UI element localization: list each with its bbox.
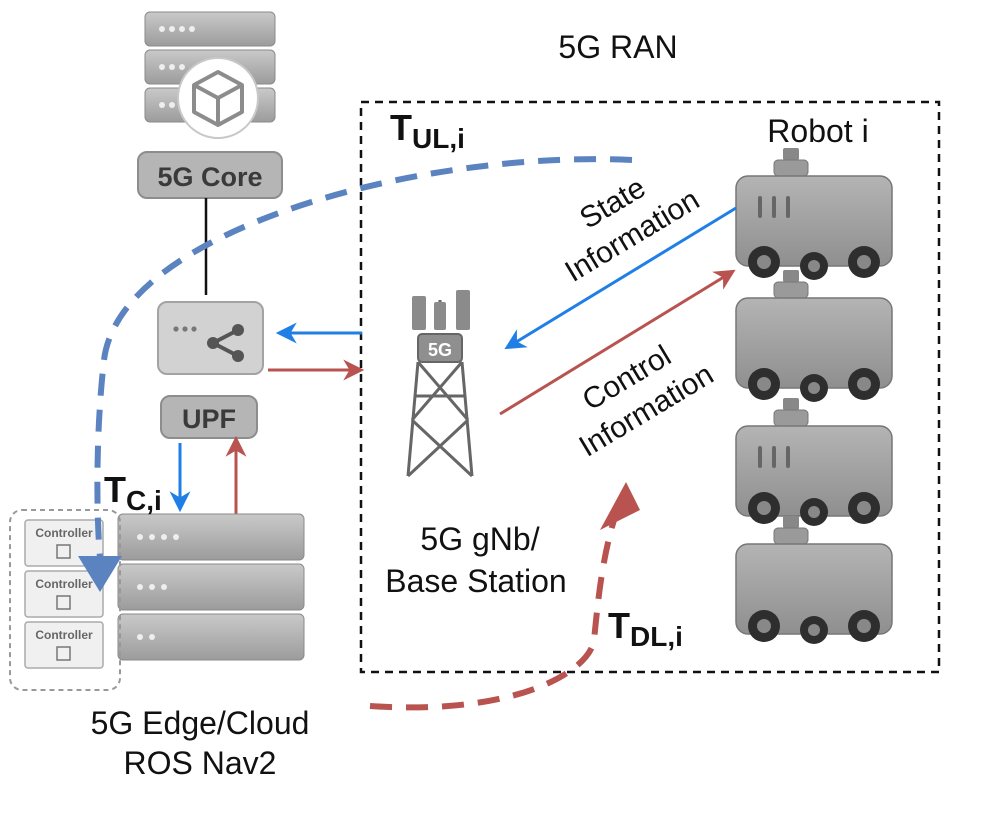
core-label-box — [137, 151, 283, 199]
uplink-latency-label: TUL,i — [390, 107, 465, 154]
robot-icon — [735, 270, 893, 402]
svg-text:Controller: Controller — [35, 628, 93, 642]
gnb-antenna-mid — [434, 302, 446, 330]
uplink-arrowhead — [78, 556, 122, 592]
robot-icon — [735, 148, 893, 280]
controller-slot: Controller — [24, 621, 104, 669]
ran-title: 5G RAN — [558, 29, 677, 65]
arrow-state-info — [504, 206, 737, 350]
edge-label-line1: 5G Edge/Cloud — [91, 705, 310, 741]
edge-label-line2: ROS Nav2 — [124, 745, 277, 781]
robot-label: Robot i — [767, 113, 868, 149]
gnb-badge-box — [417, 333, 463, 363]
downlink-arrowhead — [600, 482, 640, 530]
gnb-label-line1: 5G gNb/ — [420, 521, 539, 557]
chip-icon — [56, 595, 71, 610]
edge-server-icon — [117, 513, 305, 661]
gnb-antenna-right — [456, 290, 470, 330]
controller-slot: Controller — [24, 570, 104, 618]
core-label: 5G Core — [157, 162, 262, 192]
upf-label-box — [160, 395, 258, 439]
core-cube-icon — [177, 57, 259, 139]
compute-latency-label: TC,i — [104, 469, 162, 516]
chip-icon — [56, 646, 71, 661]
arrow-control-info — [499, 269, 736, 416]
controllers-group — [9, 509, 121, 691]
chip-icon — [56, 544, 71, 559]
controller-slot: Controller — [24, 519, 104, 567]
robot-icon — [735, 398, 893, 526]
svg-text:Controller: Controller — [35, 577, 93, 591]
gnb-label-line2: Base Station — [385, 563, 566, 599]
robot-icon — [735, 516, 893, 644]
svg-text:Controller: Controller — [35, 526, 93, 540]
downlink-latency-label: TDL,i — [608, 605, 683, 652]
gnb-antenna-left — [412, 296, 426, 330]
gnb-badge: 5G — [428, 340, 452, 360]
upf-label: UPF — [182, 404, 236, 434]
upf-router-icon — [157, 301, 264, 375]
downlink-latency-curve — [369, 519, 617, 711]
